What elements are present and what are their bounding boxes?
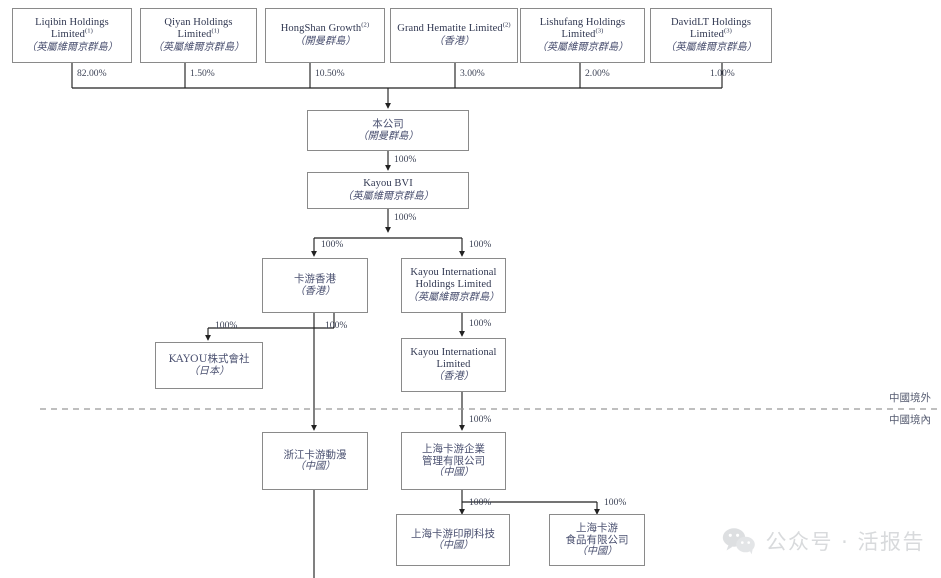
percent-hongshan: 10.50% xyxy=(315,68,345,79)
percent-kayoubvi-to-kayouhk: 100% xyxy=(321,239,344,250)
percent-kayoubvi-to-kih: 100% xyxy=(469,239,492,250)
shareholder-box-liqibin[interactable]: Liqibin Holdings Limited(1) （英屬維爾京群島） xyxy=(12,8,132,63)
entity-box-kayou-intl-holdings[interactable]: Kayou International Holdings Limited （英屬… xyxy=(401,258,506,313)
shareholder-place-liqibin: （英屬維爾京群島） xyxy=(26,41,118,53)
entity-name-kayou-bvi: Kayou BVI xyxy=(363,178,413,190)
percent-qiyan: 1.50% xyxy=(190,68,215,79)
entity-box-shanghai-printing[interactable]: 上海卡游印刷科技 （中國） xyxy=(396,514,510,566)
entity-name-kayou-hk: 卡游香港 xyxy=(294,273,336,286)
shareholder-box-davidlt[interactable]: DavidLT Holdings Limited(3) （英屬維爾京群島） xyxy=(650,8,772,63)
entity-place-kayou-japan: （日本） xyxy=(188,365,230,377)
shareholder-name-hongshan: HongShan Growth(2) xyxy=(280,21,370,35)
percent-lishufang: 2.00% xyxy=(585,68,610,79)
boundary-label-onshore: 中國境內 xyxy=(889,414,931,426)
shareholder-box-hongshan[interactable]: HongShan Growth(2) （開曼群島） xyxy=(265,8,385,63)
entity-place-company: （開曼群島） xyxy=(357,130,419,142)
shareholder-name-davidlt-line2: Limited(3) xyxy=(690,27,732,41)
percent-kayouhk-to-kayoujp: 100% xyxy=(215,320,238,331)
shareholder-name-lishufang-line1: Lishufang Holdings xyxy=(539,17,626,29)
entity-box-kayou-bvi[interactable]: Kayou BVI （英屬維爾京群島） xyxy=(307,172,469,209)
entity-place-shanghai-mgmt: （中國） xyxy=(433,467,474,479)
percent-kayoubvi-split: 100% xyxy=(394,212,417,223)
shareholder-box-hematite[interactable]: Grand Hematite Limited(2) （香港） xyxy=(390,8,518,63)
percent-kih-to-kil: 100% xyxy=(469,318,492,329)
entity-name-kih-line1: Kayou International xyxy=(410,267,497,279)
percent-company-to-kayoubvi: 100% xyxy=(394,154,417,165)
entity-name-company: 本公司 xyxy=(372,118,404,131)
entity-name-kil-line1: Kayou International xyxy=(410,346,497,358)
footnote-marker: (3) xyxy=(595,27,604,35)
shareholder-box-qiyan[interactable]: Qiyan Holdings Limited(1) （英屬維爾京群島） xyxy=(140,8,257,63)
wechat-icon xyxy=(723,528,756,555)
boundary-label-offshore: 中國境外 xyxy=(889,392,931,404)
percent-liqibin: 82.00% xyxy=(77,68,107,79)
entity-box-shanghai-management[interactable]: 上海卡游企業 管理有限公司 （中國） xyxy=(401,432,506,490)
entity-box-kayou-intl-limited[interactable]: Kayou International Limited （香港） xyxy=(401,338,506,392)
entity-name-shanghai-food-line1: 上海卡游 xyxy=(576,521,618,534)
entity-name-kayou-japan: KAYOU株式會社 xyxy=(168,353,250,366)
percent-kayouhk-to-zhejiang: 100% xyxy=(325,320,348,331)
footnote-marker: (1) xyxy=(211,27,220,35)
entity-name-kih-line2: Holdings Limited xyxy=(415,279,492,291)
entity-place-kayou-bvi: （英屬維爾京群島） xyxy=(342,190,434,202)
entity-name-shanghai-food-line2: 食品有限公司 xyxy=(565,533,629,546)
percent-kil-to-shanghai-mgmt: 100% xyxy=(469,414,492,425)
entity-name-kil-line2: Limited xyxy=(436,358,471,370)
shareholder-place-qiyan: （英屬維爾京群島） xyxy=(152,41,245,53)
entity-box-company[interactable]: 本公司 （開曼群島） xyxy=(307,110,469,151)
entity-place-kayou-hk: （香港） xyxy=(294,285,336,297)
shareholder-place-hematite: （香港） xyxy=(433,35,475,47)
entity-name-shanghai-mgmt-line1: 上海卡游企業 xyxy=(422,442,485,455)
entity-place-shanghai-print: （中國） xyxy=(432,540,474,552)
shareholder-place-davidlt: （英屬維爾京群島） xyxy=(665,41,757,53)
shareholder-place-hongshan: （開曼群島） xyxy=(294,35,356,47)
percent-mgmt-to-food: 100% xyxy=(604,497,627,508)
entity-name-zhejiang: 浙江卡游動漫 xyxy=(283,448,347,461)
entity-box-shanghai-food[interactable]: 上海卡游 食品有限公司 （中國） xyxy=(549,514,645,566)
footnote-marker: (1) xyxy=(84,27,93,35)
percent-mgmt-to-print: 100% xyxy=(469,497,492,508)
entity-name-shanghai-print: 上海卡游印刷科技 xyxy=(411,527,495,540)
percent-hematite: 3.00% xyxy=(460,68,485,79)
shareholder-name-lishufang-line2: Limited(3) xyxy=(561,27,604,41)
entity-box-zhejiang-kayou[interactable]: 浙江卡游動漫 （中國） xyxy=(262,432,368,490)
entity-place-shanghai-food: （中國） xyxy=(576,546,618,558)
entity-box-kayou-japan[interactable]: KAYOU株式會社 （日本） xyxy=(155,342,263,389)
percent-davidlt: 1.00% xyxy=(710,68,735,79)
shareholder-name-qiyan-line2: Limited(1) xyxy=(177,27,220,41)
shareholder-name-liqibin-line1: Liqibin Holdings xyxy=(35,17,109,29)
footnote-marker: (2) xyxy=(361,21,370,29)
entity-box-kayou-hk[interactable]: 卡游香港 （香港） xyxy=(262,258,368,313)
entity-place-zhejiang: （中國） xyxy=(294,461,336,473)
shareholder-name-hematite: Grand Hematite Limited(2) xyxy=(397,21,511,35)
entity-place-kih: （英屬維爾京群島） xyxy=(407,291,500,303)
entity-name-shanghai-mgmt-line2: 管理有限公司 xyxy=(422,454,485,467)
shareholder-box-lishufang[interactable]: Lishufang Holdings Limited(3) （英屬維爾京群島） xyxy=(520,8,645,63)
shareholder-name-qiyan-line1: Qiyan Holdings xyxy=(164,17,233,29)
shareholder-name-davidlt-line1: DavidLT Holdings xyxy=(670,17,752,29)
entity-place-kil: （香港） xyxy=(433,371,474,383)
footnote-marker: (2) xyxy=(502,21,511,29)
shareholder-place-lishufang: （英屬維爾京群島） xyxy=(536,41,629,53)
watermark: 公众号 · 活报告 xyxy=(722,526,925,556)
watermark-text: 公众号 · 活报告 xyxy=(765,530,925,554)
shareholder-name-liqibin-line2: Limited(1) xyxy=(51,27,93,41)
footnote-marker: (3) xyxy=(723,27,732,35)
